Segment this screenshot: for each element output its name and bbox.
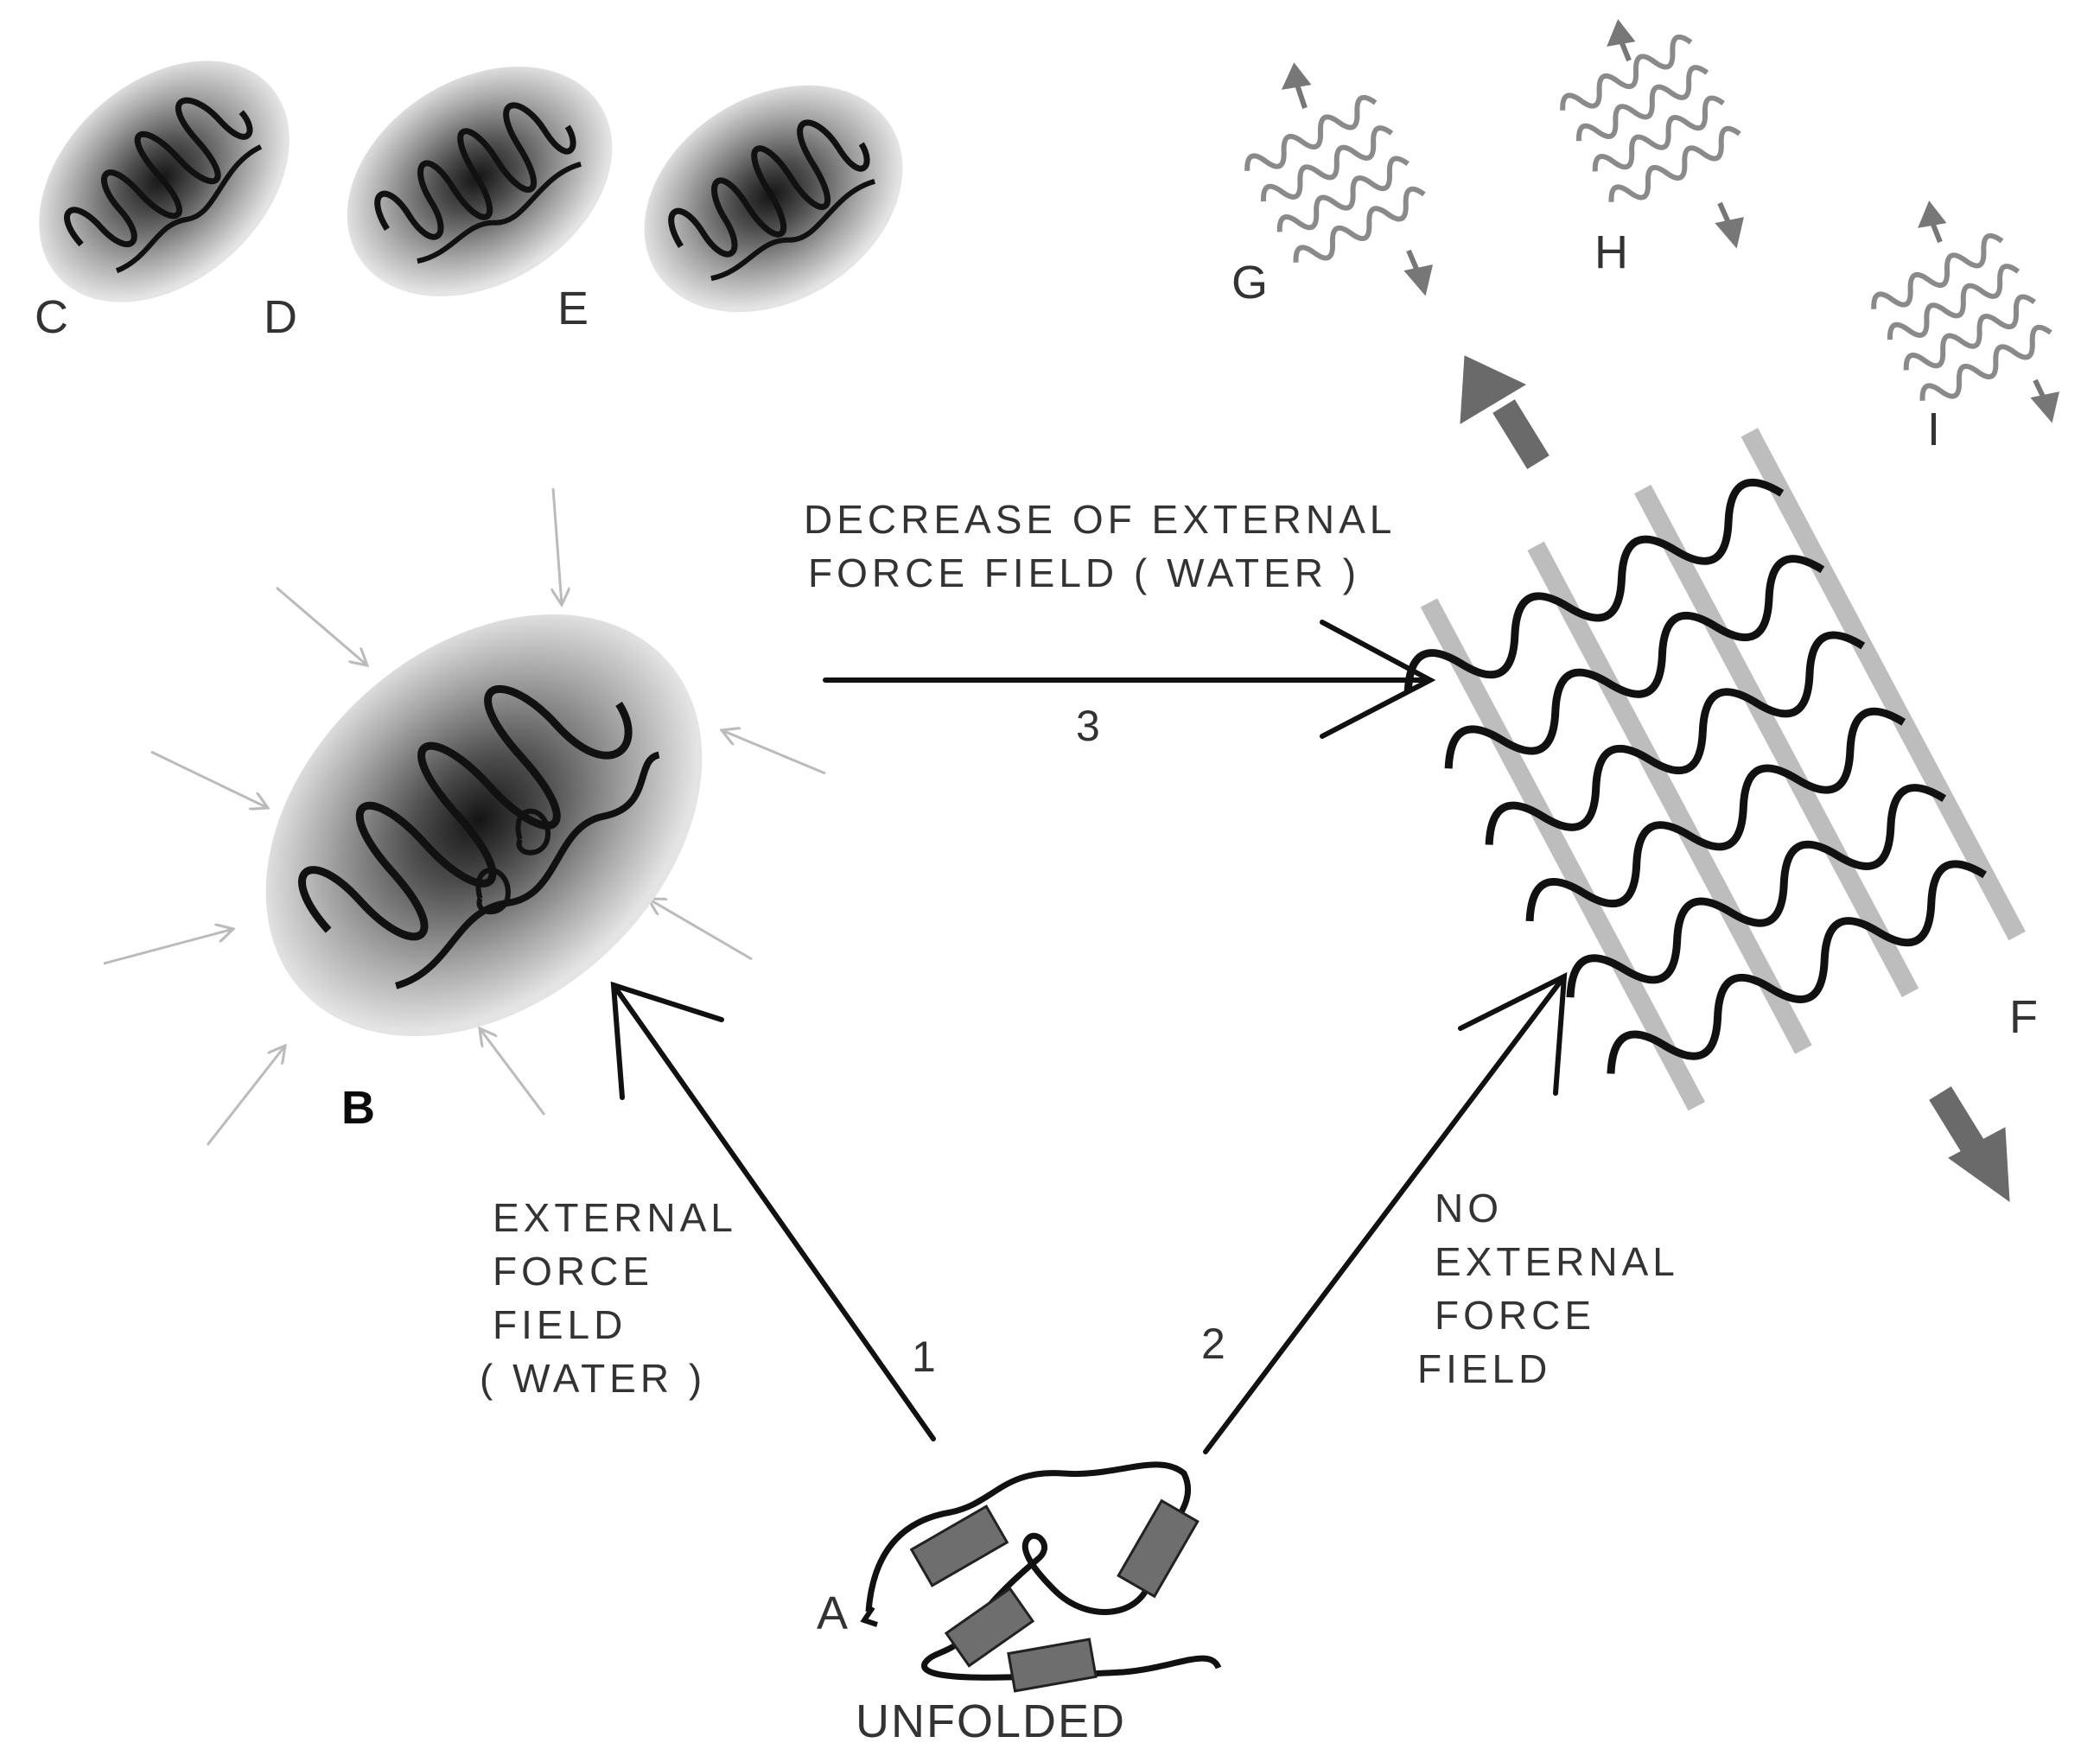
- path3-line: FORCE FIELD ( WATER ): [808, 550, 1361, 595]
- arrow-3-head: [1320, 620, 1436, 739]
- path1-line: ( WATER ): [480, 1356, 707, 1401]
- path1-line: EXTERNAL: [493, 1195, 737, 1240]
- process-arrows: [610, 620, 1568, 1454]
- unfolded-label: UNFOLDED: [856, 1695, 1127, 1747]
- fibril-f-bands: [1420, 428, 2026, 1111]
- label-h: H: [1594, 226, 1628, 278]
- arrow-2: [1203, 974, 1567, 1454]
- small-stretch-arrows: [1281, 19, 2059, 423]
- globule-e: [644, 85, 903, 313]
- path3-text: DECREASE OF EXTERNAL FORCE FIELD ( WATER…: [804, 499, 1396, 593]
- fibril-h: [1560, 34, 1741, 202]
- label-b: B: [341, 1082, 375, 1134]
- path3-line: DECREASE OF EXTERNAL: [804, 497, 1397, 542]
- path1-text: EXTERNAL FORCE FIELD ( WATER ): [480, 1191, 737, 1405]
- path1-line: FORCE: [493, 1249, 653, 1294]
- helix-segment: [1007, 1638, 1098, 1693]
- path2-line: NO: [1435, 1186, 1503, 1231]
- helix-segment: [909, 1504, 1009, 1587]
- path3-number: 3: [1076, 702, 1100, 750]
- path2-line: FIELD: [1417, 1346, 1552, 1391]
- path2-text: NO EXTERNAL FORCE FIELD: [1400, 1181, 1679, 1396]
- globule-c: [39, 60, 290, 302]
- arrow-1: [611, 983, 936, 1441]
- fibril-f: [1403, 428, 2026, 1111]
- fibril-i: [1871, 232, 2052, 401]
- helix-segment: [944, 1587, 1035, 1668]
- helix-segment: [1117, 1498, 1200, 1599]
- path2-number: 2: [1201, 1320, 1225, 1368]
- label-g: G: [1231, 257, 1269, 309]
- label-c: C: [35, 291, 68, 343]
- label-e: E: [557, 283, 589, 334]
- fibril-f-strands: [1403, 478, 1987, 1074]
- path2-line: EXTERNAL: [1435, 1239, 1679, 1284]
- globule-b: [265, 614, 703, 1037]
- label-d: D: [264, 291, 297, 343]
- arrow-1-head: [610, 981, 724, 1100]
- globule-d: [347, 67, 613, 296]
- water-pressure-arrows: [103, 487, 826, 1146]
- path1-line: FIELD: [493, 1302, 627, 1347]
- arrow-2-head: [1458, 971, 1568, 1096]
- unfolded-chain: [860, 1461, 1222, 1693]
- path1-number: 1: [912, 1333, 936, 1381]
- label-a: A: [817, 1587, 849, 1639]
- label-i: I: [1927, 404, 1941, 455]
- fibril-g: [1244, 94, 1426, 263]
- label-f: F: [2009, 991, 2038, 1043]
- fibril-stretch-arrows: [1460, 355, 2010, 1203]
- path2-line: FORCE: [1435, 1293, 1595, 1338]
